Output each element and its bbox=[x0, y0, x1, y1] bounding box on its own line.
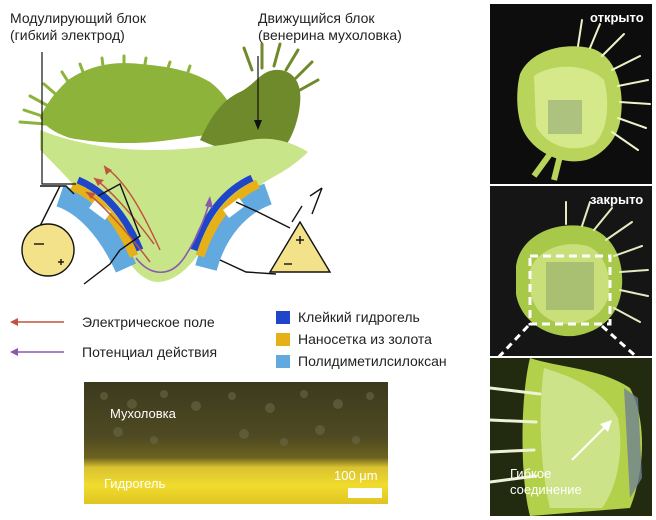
flytrap-schematic bbox=[0, 0, 480, 300]
action-potential-legend-arrow bbox=[8, 346, 68, 358]
hydrogel-swatch bbox=[276, 311, 290, 324]
photo-open: открыто bbox=[490, 4, 652, 184]
micrograph-flytrap-label: Мухоловка bbox=[110, 406, 176, 421]
connection-label: Гибкое соединение bbox=[510, 466, 582, 498]
electric-field-legend-arrow bbox=[8, 316, 68, 328]
pdms-swatch bbox=[276, 355, 290, 368]
source-triangle-icon bbox=[270, 222, 330, 272]
modulating-block-label: Модулирующий блок (гибкий электрод) bbox=[10, 10, 146, 44]
modulating-block-subtitle: (гибкий электрод) bbox=[10, 27, 146, 44]
moving-block-subtitle: (венерина мухоловка) bbox=[258, 27, 402, 44]
meter-icon bbox=[22, 224, 74, 276]
moving-block-label: Движущийся блок (венерина мухоловка) bbox=[258, 10, 402, 44]
photo-detail: Гибкое соединение bbox=[490, 358, 652, 516]
open-trap-illustration bbox=[490, 4, 652, 184]
connection-label-line1: Гибкое bbox=[510, 466, 582, 482]
hydrogel-legend-label: Клейкий гидрогель bbox=[298, 309, 420, 325]
pdms-legend-label: Полидиметилсилоксан bbox=[298, 353, 447, 369]
moving-block-title: Движущийся блок bbox=[258, 10, 402, 27]
connection-label-line2: соединение bbox=[510, 482, 582, 498]
gold-nanomesh-swatch bbox=[276, 333, 290, 346]
closed-label: закрыто bbox=[590, 192, 643, 207]
electric-field-legend-label: Электрическое поле bbox=[82, 314, 215, 330]
action-potential-legend-label: Потенциал действия bbox=[82, 344, 217, 360]
scale-bar-label: 100 μm bbox=[334, 468, 378, 483]
micrograph-hydrogel-label: Гидрогель bbox=[104, 476, 165, 491]
gold-nanomesh-legend-label: Наносетка из золота bbox=[298, 331, 432, 347]
modulating-block-title: Модулирующий блок bbox=[10, 10, 146, 27]
open-label: открыто bbox=[590, 10, 644, 25]
micrograph-panel: Мухоловка Гидрогель 100 μm bbox=[84, 382, 388, 504]
scale-bar bbox=[348, 488, 382, 498]
